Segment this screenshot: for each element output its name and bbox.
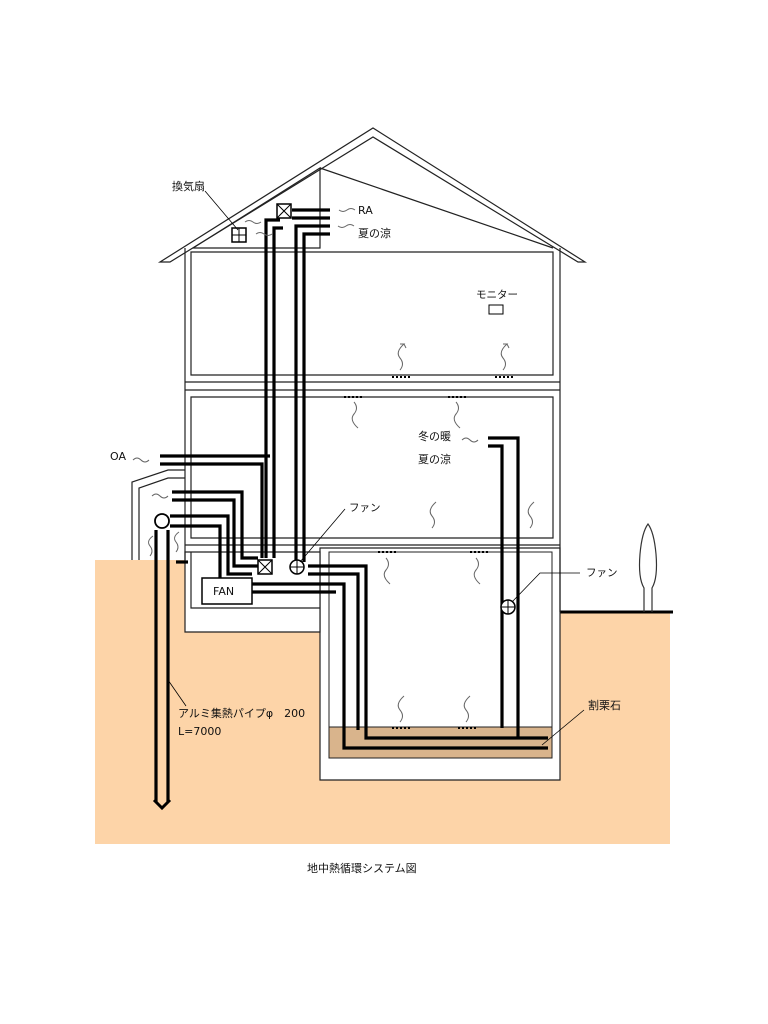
ground-pipe-top xyxy=(170,514,252,576)
airflow-arrows xyxy=(148,343,535,723)
sunroom-inner xyxy=(138,477,185,560)
lower-left-inner xyxy=(190,552,320,609)
floor-vents xyxy=(344,376,513,729)
duct-vertical-c xyxy=(294,224,330,562)
leader-exhaust-fan xyxy=(204,190,239,231)
fan-box xyxy=(201,577,253,605)
label-summer-cool-mid: 夏の涼 xyxy=(418,452,451,466)
airflow-arrow-5 xyxy=(429,501,437,529)
label-fan-box: FAN xyxy=(213,585,234,598)
inlet-waves xyxy=(132,208,479,499)
duct-vertical-d xyxy=(302,232,330,562)
duct-basement-main-b xyxy=(308,572,360,730)
label-winter-warm: 冬の暖 xyxy=(418,429,451,443)
label-fan-left: ファン xyxy=(349,502,381,514)
ground-pipe-tip xyxy=(152,798,172,811)
fittings xyxy=(154,203,516,615)
label-oa: OA xyxy=(110,450,126,463)
attic-right xyxy=(319,167,554,249)
fan-right-cross xyxy=(501,600,515,614)
duct-vertical-b xyxy=(272,226,283,558)
airflow-arrow-9 xyxy=(397,695,405,723)
duct-sunroom-b xyxy=(172,498,258,568)
airflow-arrow-8 xyxy=(473,557,481,585)
pipe-head-circle xyxy=(154,513,170,529)
wave-summer-top xyxy=(337,224,355,228)
ducts xyxy=(152,208,548,811)
damper-bottom-x xyxy=(257,559,273,575)
attic-left xyxy=(190,166,321,249)
ground-right xyxy=(560,612,670,844)
duct-oa-b xyxy=(160,462,264,558)
labels: 換気扇 RA 夏の涼 モニター OA 冬の暖 夏の涼 ファン ファン FAN ア… xyxy=(110,179,621,875)
airflow-arrow-6 xyxy=(527,501,535,529)
exhaust-fan-grid xyxy=(232,228,246,242)
fan-left-cross xyxy=(290,560,304,574)
wave-oa xyxy=(132,457,150,463)
airflow-arrow-3 xyxy=(351,401,359,429)
wave-sunroom xyxy=(151,493,169,499)
airflow-arrow-11 xyxy=(148,535,154,557)
tree-icon xyxy=(638,522,658,612)
duct-right-riser-b xyxy=(488,444,504,728)
damper-top-x xyxy=(276,203,292,219)
airflow-arrow-2 xyxy=(500,343,510,371)
third-floor-room xyxy=(190,251,554,376)
label-pipe-spec: アルミ集熱パイプφ 200 xyxy=(178,706,305,720)
leader-pipe xyxy=(167,679,187,707)
sunroom-outer xyxy=(131,469,185,560)
duct-basement-main-a xyxy=(308,564,548,740)
duct-right-riser-a xyxy=(488,436,520,738)
label-fan-right: ファン xyxy=(586,567,618,579)
airflow-arrow-1 xyxy=(397,343,407,371)
wave-winter xyxy=(461,437,479,443)
wave-ra xyxy=(338,208,356,212)
monitor-icon xyxy=(488,304,504,315)
roof-outer xyxy=(157,127,588,263)
airflow-arrow-4 xyxy=(453,401,461,429)
label-pipe-length: L=7000 xyxy=(178,725,221,738)
airflow-arrow-7 xyxy=(383,557,391,585)
roof xyxy=(157,127,588,263)
ground-pipe-top-b xyxy=(170,524,222,582)
duct-vertical-a xyxy=(264,218,280,558)
sunroom xyxy=(131,469,185,560)
leader-lines xyxy=(167,190,585,746)
label-gravel: 割栗石 xyxy=(588,698,621,712)
label-exhaust-fan: 換気扇 xyxy=(172,179,205,193)
airflow-arrow-10 xyxy=(463,695,471,723)
duct-fan-to-basement-a xyxy=(252,582,548,750)
label-monitor: モニター xyxy=(476,289,518,301)
diagram-caption: 地中熱循環システム図 xyxy=(307,862,417,875)
leader-fan-left xyxy=(299,508,346,563)
wave-top-pipe xyxy=(244,220,262,224)
leader-fan-right xyxy=(511,572,580,603)
leader-gravel xyxy=(541,709,585,746)
wave-exhaust xyxy=(255,232,273,236)
label-summer-cool-top: 夏の涼 xyxy=(358,226,391,240)
second-floor-room xyxy=(190,396,554,539)
duct-sunroom-a xyxy=(172,490,258,560)
airflow-arrow-12 xyxy=(174,531,180,553)
basement xyxy=(319,547,561,781)
label-ra: RA xyxy=(358,204,373,217)
